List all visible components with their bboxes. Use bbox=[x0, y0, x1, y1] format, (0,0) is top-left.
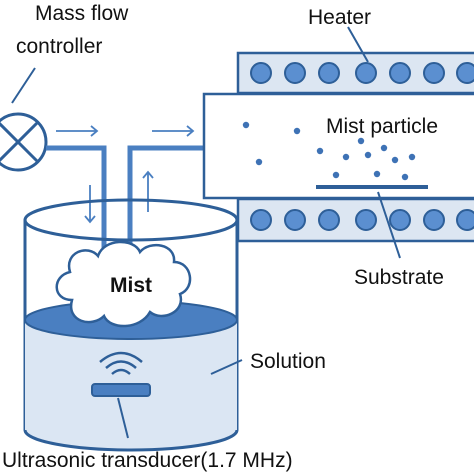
mist-particle bbox=[391, 156, 399, 164]
label-controller: controller bbox=[16, 35, 102, 58]
label-mist-particle: Mist particle bbox=[326, 115, 438, 138]
mist-particle bbox=[373, 170, 381, 178]
ultrasonic-transducer bbox=[91, 351, 151, 397]
mist-particle bbox=[293, 127, 301, 135]
label-solution: Solution bbox=[250, 350, 326, 373]
outlet-pipe bbox=[127, 145, 214, 250]
transducer-disc bbox=[91, 383, 151, 397]
mist-particle bbox=[364, 151, 372, 159]
label-leader-solution bbox=[210, 359, 243, 375]
mist-particle bbox=[401, 173, 409, 181]
valve-cross-icon bbox=[0, 112, 48, 172]
mass-flow-controller bbox=[0, 112, 48, 172]
heater-bottom bbox=[236, 197, 474, 243]
label-leader-heater bbox=[347, 26, 369, 63]
mist-particle bbox=[357, 137, 365, 145]
heater-top bbox=[236, 51, 474, 95]
label-leader-mfc bbox=[11, 67, 36, 104]
container-rim bbox=[23, 198, 239, 242]
mist-particle bbox=[255, 158, 263, 166]
mist-cloud bbox=[55, 240, 192, 328]
mist-particle bbox=[332, 171, 340, 179]
wireless-signal-icon bbox=[99, 351, 143, 375]
mist-particle bbox=[408, 153, 416, 161]
label-leader-transducer bbox=[117, 397, 129, 439]
label-mass-flow: Mass flow bbox=[35, 2, 129, 25]
reaction-tube bbox=[202, 92, 474, 200]
label-leader-substrate bbox=[377, 191, 401, 259]
label-ultrasonic-transducer: Ultrasonic transducer(1.7 MHz) bbox=[2, 449, 293, 472]
label-heater: Heater bbox=[308, 6, 371, 29]
mist-particles bbox=[242, 121, 416, 181]
mist-particle bbox=[342, 153, 350, 161]
mist-particle bbox=[380, 144, 388, 152]
label-mist: Mist bbox=[110, 274, 152, 297]
label-substrate: Substrate bbox=[354, 266, 444, 289]
mist-particle bbox=[242, 121, 250, 129]
flow-arrows bbox=[56, 125, 195, 224]
mist-particle bbox=[316, 147, 324, 155]
substrate bbox=[316, 185, 428, 189]
